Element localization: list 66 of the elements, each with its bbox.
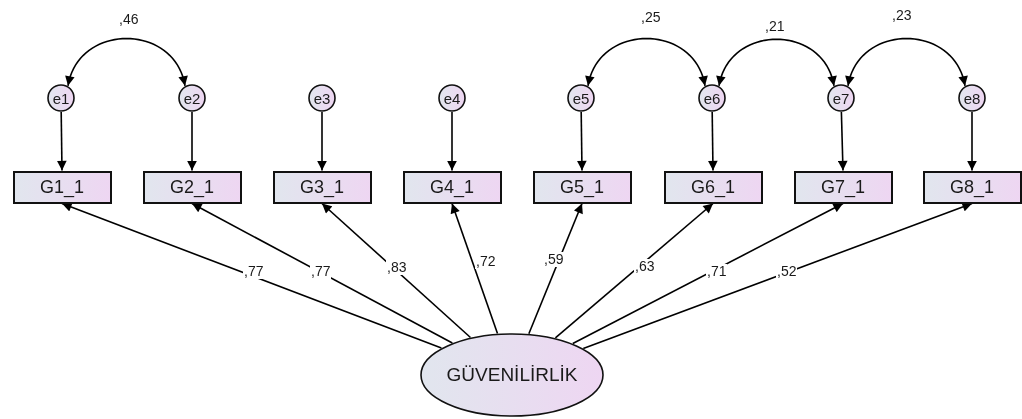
arrow (582, 202, 973, 350)
observed-variable-box (142, 170, 242, 204)
arrow (967, 111, 977, 172)
observed-variable-box (402, 170, 502, 204)
edge-label: ,21 (764, 19, 786, 34)
variable-label: G6_1 (690, 176, 735, 198)
arrow (528, 202, 583, 335)
variable-label: e5 (572, 89, 590, 107)
arrow (450, 202, 499, 335)
variable-label: e6 (703, 89, 721, 107)
arrow (321, 202, 472, 339)
arrow (572, 202, 844, 345)
error-circle (958, 84, 986, 112)
error-circle (567, 84, 595, 112)
edge-label: ,77 (310, 264, 332, 279)
variable-label: G7_1 (820, 176, 865, 198)
variable-label: GÜVENİLİRLİK (446, 364, 578, 386)
edge-label: ,77 (243, 264, 265, 279)
error-circle (47, 84, 75, 112)
variable-label: G5_1 (559, 176, 604, 198)
observed-variable-box (272, 170, 372, 204)
variable-label: e4 (443, 89, 461, 107)
variable-label: G1_1 (39, 176, 84, 198)
error-circle (178, 84, 206, 112)
arrow (577, 111, 587, 172)
latent-variable-ellipse (420, 333, 604, 417)
variable-label: e2 (183, 89, 201, 107)
observed-variable-box (922, 170, 1022, 204)
variable-label: e8 (963, 89, 981, 107)
arrow (191, 202, 454, 344)
observed-variable-box (12, 170, 112, 204)
edge-label: ,83 (386, 260, 408, 275)
covariance-arrow (65, 37, 188, 87)
error-circle (438, 84, 466, 112)
arrow (554, 202, 714, 339)
observed-variable-box (663, 170, 763, 204)
edge-label: ,23 (891, 8, 913, 23)
variable-label: e1 (52, 89, 70, 107)
observed-variable-box (793, 170, 893, 204)
covariance-arrow (845, 37, 968, 87)
variable-label: G8_1 (949, 176, 994, 198)
arrow (57, 111, 67, 172)
covariance-arrow (716, 38, 837, 87)
variable-label: G3_1 (299, 176, 344, 198)
edge-label: ,63 (634, 259, 656, 274)
variable-label: e3 (313, 89, 331, 107)
variable-label: G2_1 (169, 176, 214, 198)
edge-label: ,72 (475, 254, 497, 269)
arrow (187, 111, 197, 172)
error-circle (308, 84, 336, 112)
edge-label: ,46 (118, 12, 140, 27)
edge-label: ,52 (776, 264, 798, 279)
edge-label: ,71 (706, 264, 728, 279)
error-circle (827, 84, 855, 112)
arrow (837, 111, 848, 172)
edge-label: ,25 (640, 10, 662, 25)
arrow (317, 111, 327, 172)
arrow (447, 111, 457, 172)
variable-label: G4_1 (429, 176, 474, 198)
covariance-arrow (585, 37, 708, 87)
arrow (708, 111, 718, 172)
error-circle (698, 84, 726, 112)
variable-label: e7 (832, 89, 850, 107)
edge-label: ,59 (543, 252, 565, 267)
observed-variable-box (532, 170, 632, 204)
arrow (61, 202, 443, 349)
